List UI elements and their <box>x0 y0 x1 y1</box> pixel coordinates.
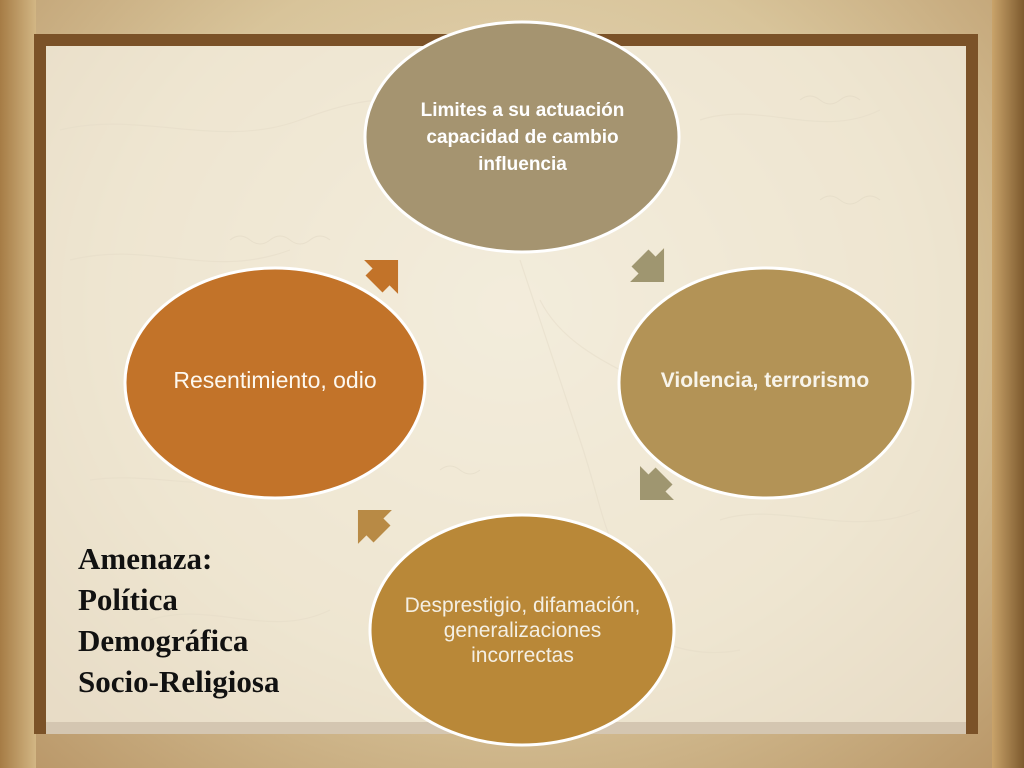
node-top-line-1: Limites a su actuación <box>420 99 625 121</box>
node-right <box>617 266 915 500</box>
node-left-line-1: Resentimiento, odio <box>173 366 377 393</box>
node-bottom-label: Desprestigio, difamación, generalizacion… <box>395 560 650 700</box>
arrow-bottom-to-left <box>357 509 392 544</box>
node-bottom-line-1: Desprestigio, difamación, generalizacion… <box>404 593 641 667</box>
node-left-label: Resentimiento, odio <box>140 340 410 420</box>
node-bottom <box>368 513 676 747</box>
node-right-line-1: Violencia, terrorismo <box>660 368 870 392</box>
node-top-line-2: capacidad de cambio <box>426 126 619 148</box>
arrow-top-to-right <box>630 248 665 283</box>
node-right-label: Violencia, terrorismo <box>630 340 900 420</box>
node-left <box>123 266 427 500</box>
node-top <box>363 20 681 254</box>
threat-item-demografica: Demográfica <box>78 623 249 658</box>
threat-item-socio-religiosa: Socio-Religiosa <box>78 664 280 699</box>
arrow-left-to-top <box>364 259 399 294</box>
node-top-label: Limites a su actuación capacidad de camb… <box>395 62 650 212</box>
map-edge-right <box>992 0 1024 768</box>
map-edge-left <box>0 0 36 768</box>
threat-item-politica: Política <box>78 582 178 617</box>
threat-heading: Amenaza: <box>78 541 213 576</box>
threat-list: Amenaza: Política Demográfica Socio-Reli… <box>78 538 280 702</box>
node-top-line-3: influencia <box>478 153 567 175</box>
